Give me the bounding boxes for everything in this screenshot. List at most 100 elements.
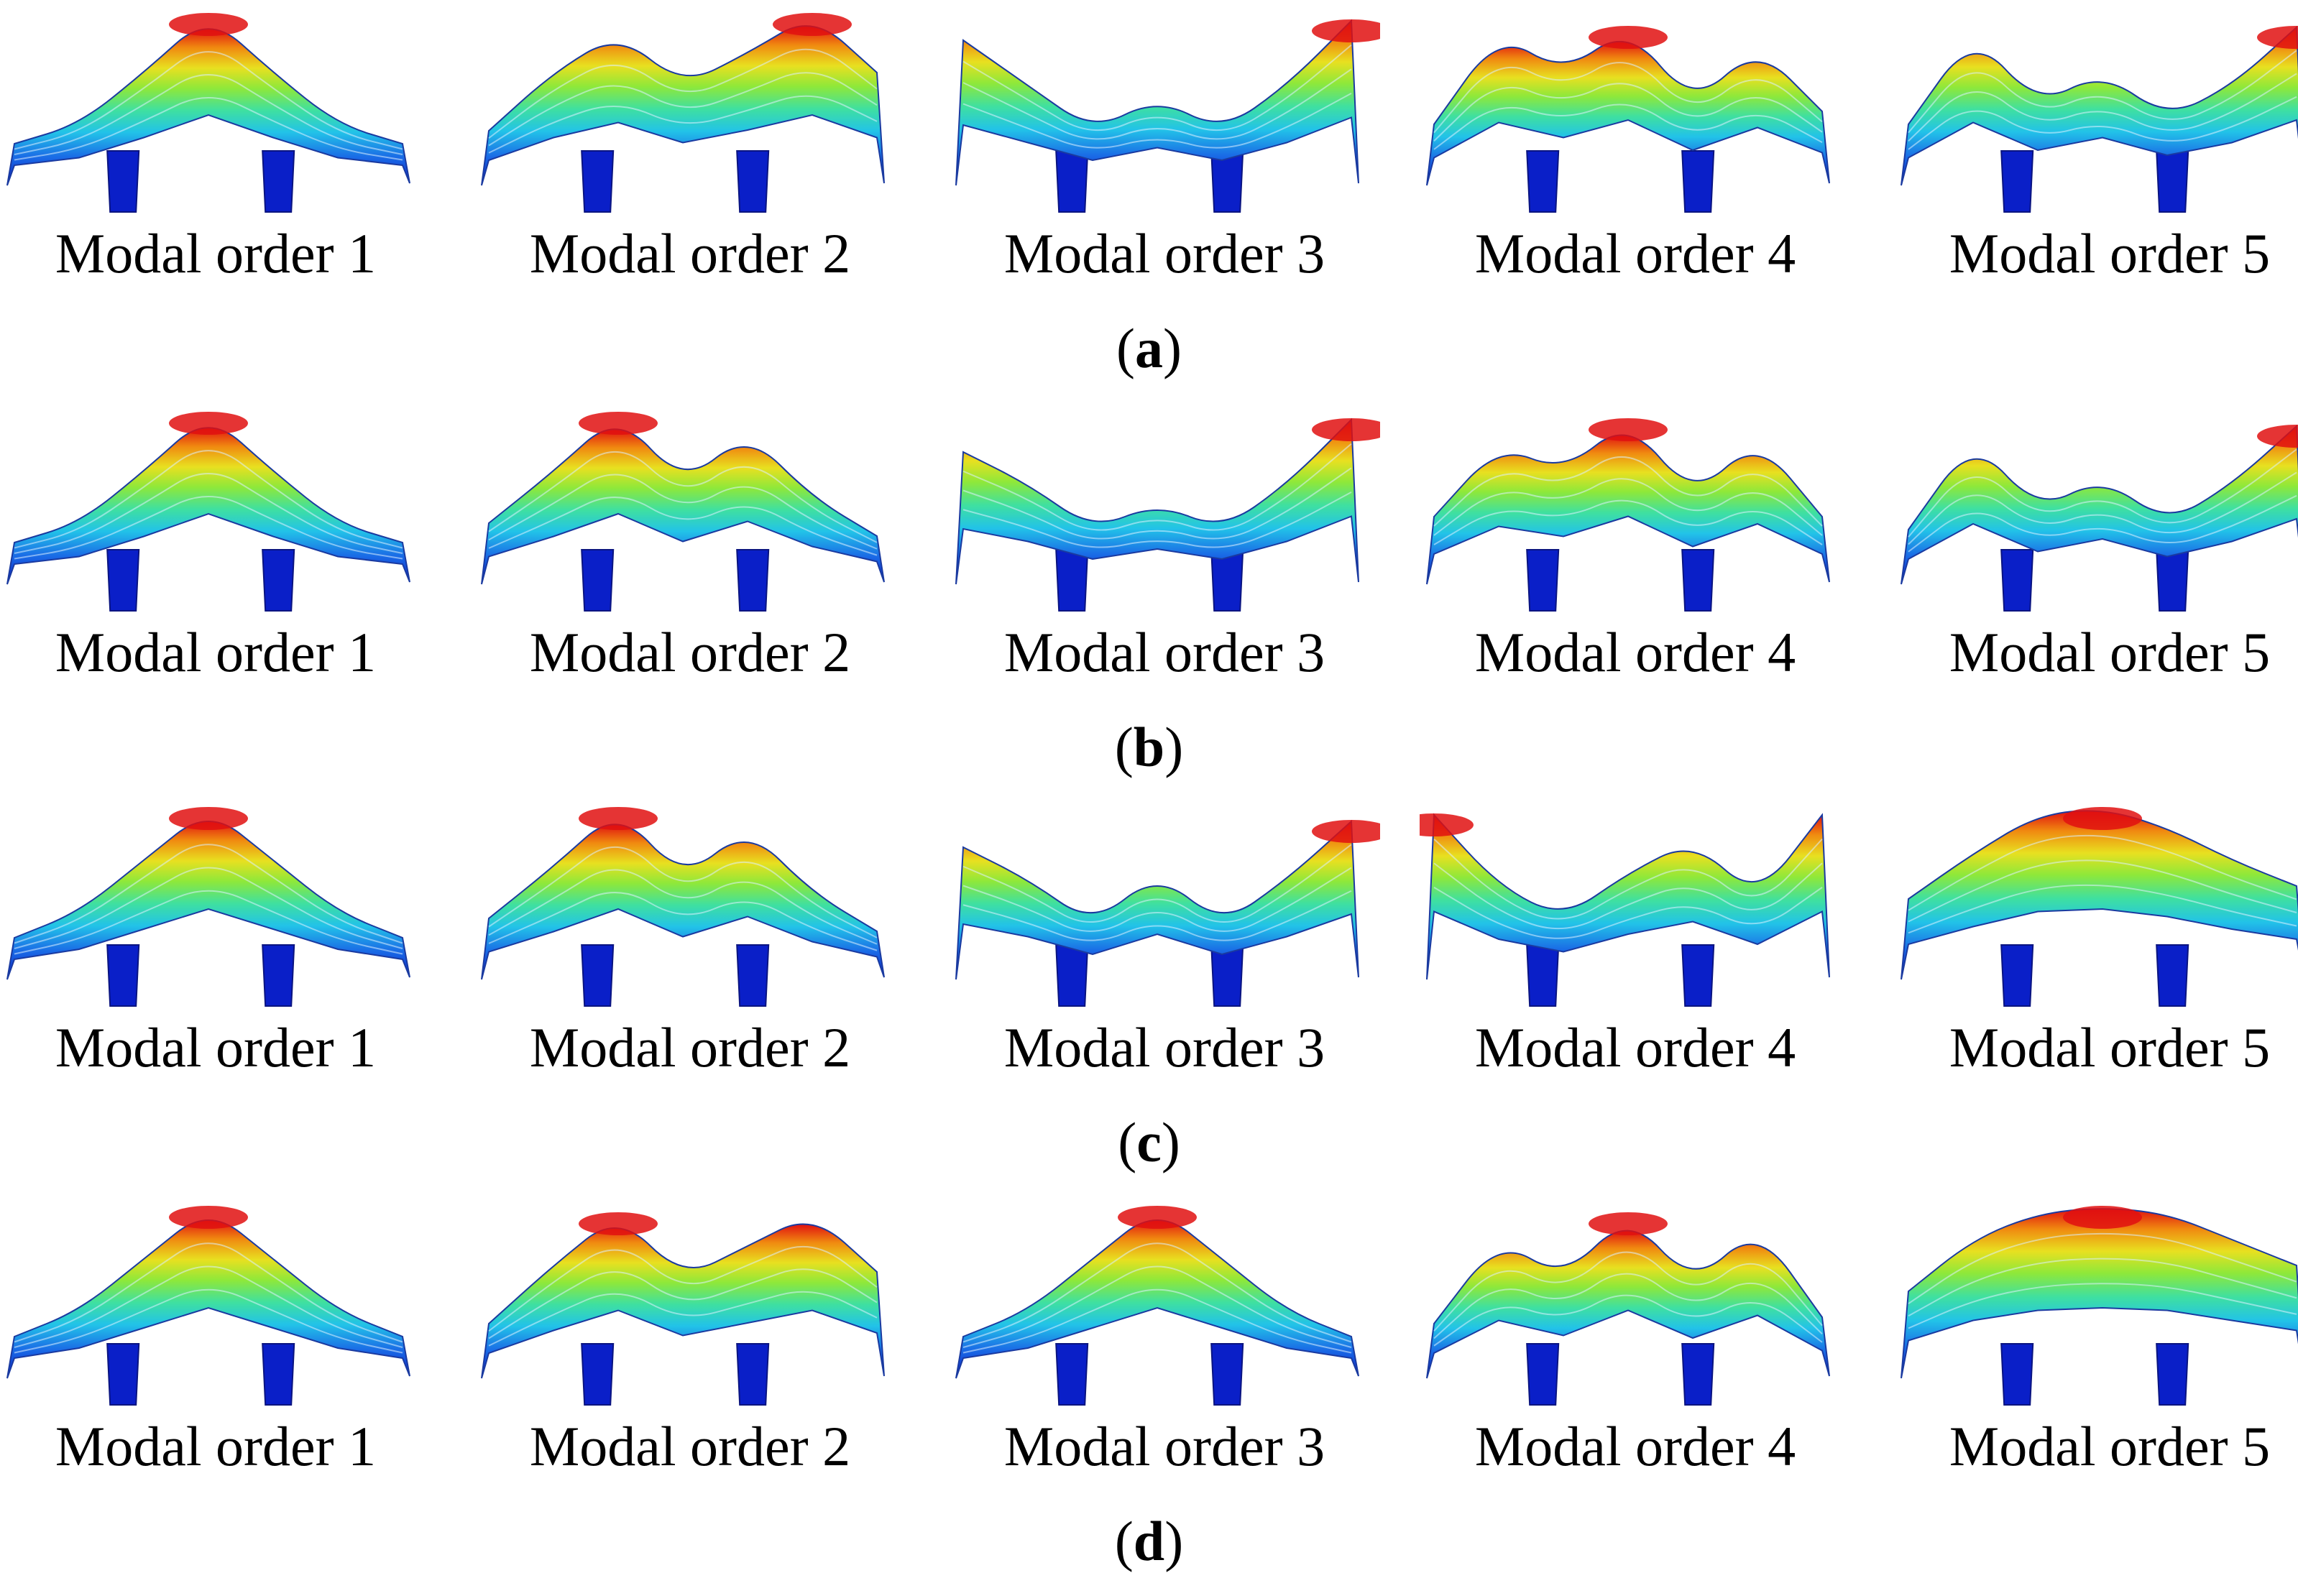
- rib-line: [488, 846, 878, 938]
- rib-line: [488, 1268, 878, 1339]
- mode-shape-cell: Modal order 1: [0, 399, 431, 715]
- rib-line: [1908, 1258, 2297, 1317]
- support-leg: [1055, 944, 1089, 1007]
- max-displacement-spot: [1420, 813, 1474, 836]
- max-displacement-spot: [169, 1206, 248, 1229]
- max-displacement-spot: [1312, 418, 1380, 441]
- rib-line: [1433, 1273, 1823, 1339]
- subfigure-caption: (b): [1114, 716, 1184, 778]
- subfigure-tag: d: [1133, 1510, 1165, 1572]
- rib-line: [14, 473, 403, 554]
- rib-line: [14, 495, 403, 560]
- modal-order-label: Modal order 1: [55, 222, 377, 285]
- mode-shape-render: [1420, 813, 1830, 1007]
- rib-line: [962, 92, 1352, 149]
- rib-line: [962, 844, 1352, 923]
- rib-line: [14, 890, 403, 955]
- support-leg: [1681, 549, 1715, 612]
- support-leg: [1526, 944, 1560, 1007]
- mode-shape-cell: Modal order 1: [0, 794, 431, 1110]
- rib-line: [1908, 73, 2297, 142]
- mode-shape-render: [1426, 26, 1830, 213]
- support-leg: [2156, 150, 2189, 213]
- rib-line: [14, 1242, 403, 1343]
- mode-shape-cell: Modal order 3: [949, 0, 1380, 316]
- mode-shape-cell: Modal order 4: [1420, 794, 1851, 1110]
- rib-line: [1433, 862, 1823, 930]
- mode-shape-cell: Modal order 4: [1420, 0, 1851, 316]
- subfigure-tag: a: [1135, 317, 1163, 379]
- mode-shape-render: [6, 13, 410, 213]
- support-leg: [2156, 1343, 2189, 1406]
- deformed-shell: [1426, 434, 1830, 585]
- rib-line: [14, 450, 403, 549]
- rib-line: [14, 74, 403, 155]
- mode-shape-cell: Modal order 2: [474, 399, 906, 715]
- mode-shape-cell: Modal order 4: [1420, 399, 1851, 715]
- support-leg: [581, 150, 615, 213]
- rib-line: [1908, 471, 2297, 545]
- mode-shape-cell: Modal order 5: [1894, 1193, 2298, 1509]
- deformed-shell: [1901, 25, 2298, 186]
- support-leg: [1526, 150, 1560, 213]
- support-leg: [1210, 1343, 1244, 1406]
- deformed-shell: [481, 428, 885, 585]
- rib-line: [14, 96, 403, 161]
- modal-order-label: Modal order 2: [529, 621, 851, 683]
- subfigure-tag: b: [1133, 716, 1165, 778]
- rib-line: [488, 1291, 878, 1347]
- rib-line: [1908, 448, 2297, 538]
- rib-line: [1908, 494, 2297, 553]
- support-leg: [106, 549, 140, 612]
- max-displacement-spot: [1118, 1206, 1197, 1229]
- max-displacement-spot: [1312, 19, 1380, 42]
- support-leg: [1681, 150, 1715, 213]
- modal-order-label: Modal order 2: [529, 222, 851, 285]
- support-leg: [1526, 549, 1560, 612]
- mode-shape-cell: Modal order 3: [949, 1193, 1380, 1509]
- deformed-shell: [1426, 40, 1830, 186]
- rib-line: [1908, 96, 2297, 150]
- support-leg: [736, 1343, 770, 1406]
- max-displacement-spot: [169, 412, 248, 435]
- support-leg: [1055, 1343, 1089, 1406]
- deformed-shell: [955, 1219, 1359, 1379]
- max-displacement-spot: [2257, 425, 2298, 448]
- max-displacement-spot: [2063, 1206, 2142, 1229]
- support-leg: [2000, 1343, 2034, 1406]
- modal-order-label: Modal order 2: [529, 1016, 851, 1079]
- modal-order-label: Modal order 1: [55, 1415, 377, 1477]
- support-leg: [736, 150, 770, 213]
- support-leg: [1526, 1343, 1560, 1406]
- mode-shape-render: [481, 807, 885, 1007]
- mode-shape-cell: Modal order 2: [474, 0, 906, 316]
- deformed-shell: [6, 1219, 410, 1379]
- rib-line: [488, 451, 878, 543]
- max-displacement-spot: [1589, 418, 1668, 441]
- mode-shape-render: [955, 819, 1380, 1007]
- mode-shape-cell: Modal order 1: [0, 0, 431, 316]
- support-leg: [262, 1343, 295, 1406]
- rib-line: [962, 1288, 1352, 1354]
- modal-order-label: Modal order 4: [1474, 222, 1796, 285]
- deformed-shell: [6, 427, 410, 585]
- subfigure-caption: (a): [1116, 317, 1182, 379]
- max-displacement-spot: [579, 807, 658, 830]
- support-leg: [106, 1343, 140, 1406]
- support-leg: [2156, 549, 2189, 612]
- support-leg: [1055, 549, 1089, 612]
- mode-shape-render: [955, 418, 1380, 612]
- max-displacement-spot: [169, 807, 248, 830]
- rib-line: [1908, 859, 2297, 923]
- rib-line: [1433, 103, 1823, 150]
- support-leg: [1210, 150, 1244, 213]
- max-displacement-spot: [169, 13, 248, 36]
- modal-order-label: Modal order 4: [1474, 1016, 1796, 1079]
- deformed-shell: [481, 25, 885, 186]
- rib-line: [488, 1245, 878, 1332]
- rib-line: [488, 72, 878, 147]
- support-leg: [581, 1343, 615, 1406]
- support-leg: [1681, 944, 1715, 1007]
- deformed-shell: [481, 1223, 885, 1379]
